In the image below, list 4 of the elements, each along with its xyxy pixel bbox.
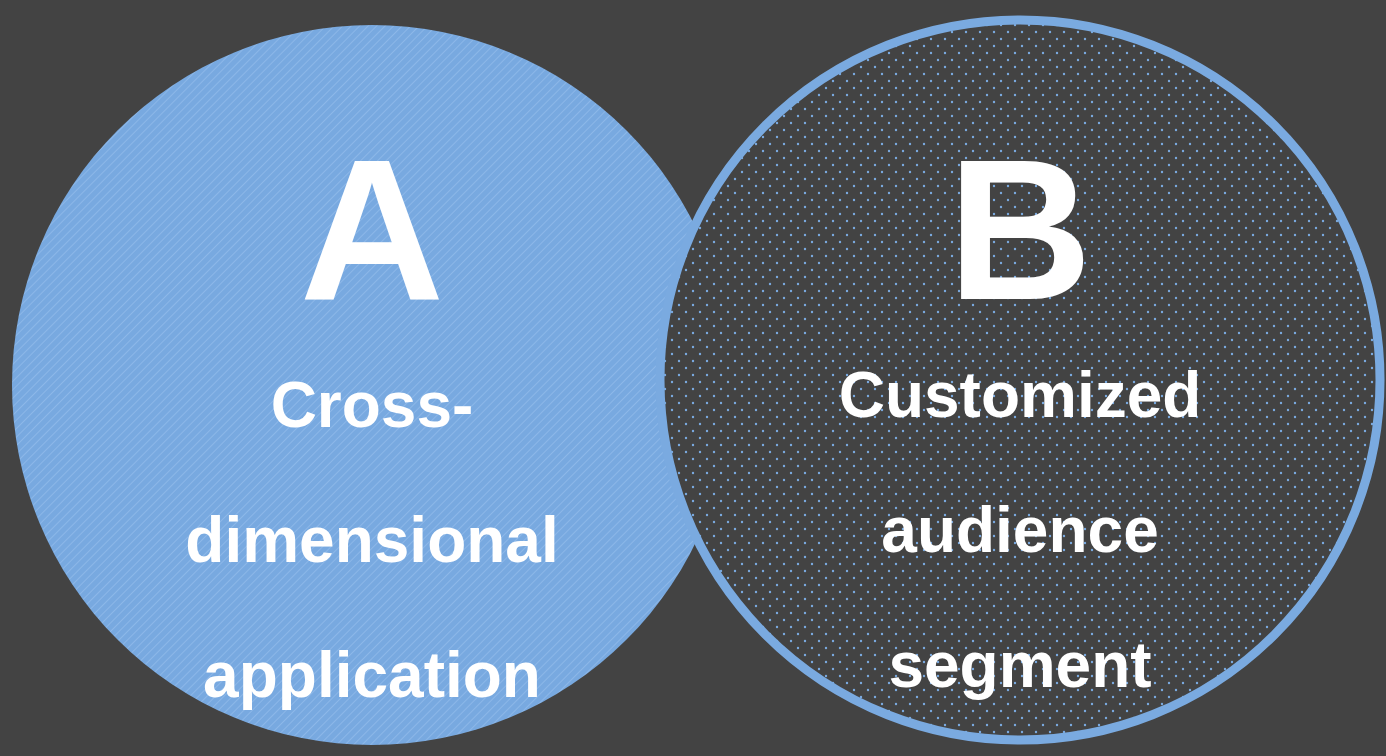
- circle-letter: A: [299, 130, 445, 330]
- circle-letter: B: [947, 130, 1093, 330]
- circle-label: Customized audience segment: [837, 358, 1203, 703]
- circle-label: Cross-dimensional application: [184, 368, 560, 713]
